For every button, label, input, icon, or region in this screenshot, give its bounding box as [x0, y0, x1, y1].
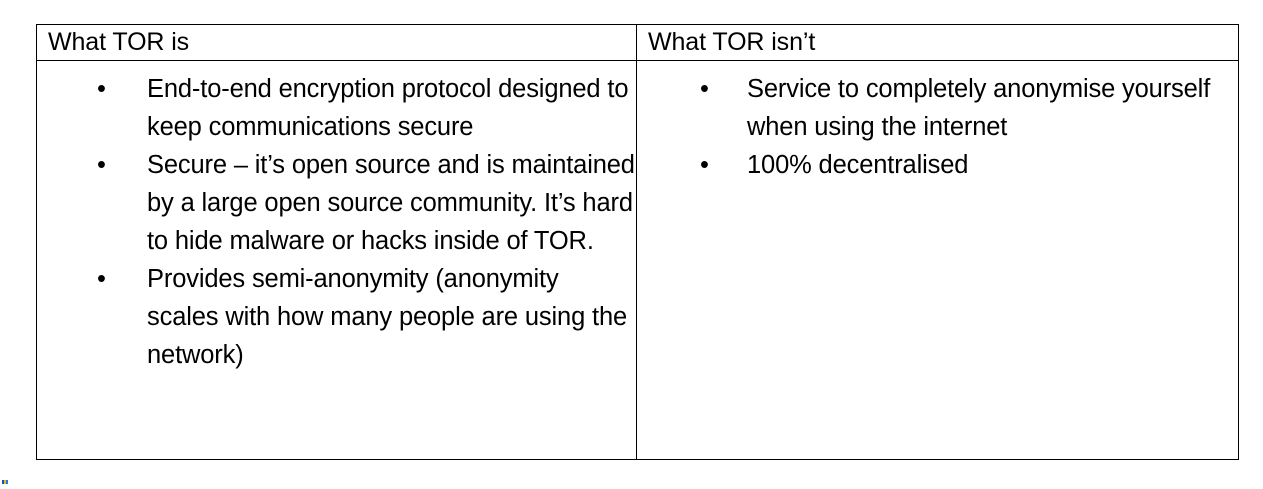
body-cell-what-tor-is: • End-to-end encryption protocol designe…: [36, 60, 637, 460]
bullet-list-what-tor-isnt: • Service to completely anonymise yourse…: [637, 61, 1238, 184]
comparison-table-container: What TOR is What TOR isn’t • End-to-end …: [36, 24, 1239, 460]
bullet-point-icon: •: [700, 151, 709, 179]
body-cell-what-tor-isnt: • Service to completely anonymise yourse…: [636, 60, 1239, 460]
list-item-text: Service to completely anonymise yourself…: [747, 75, 1211, 141]
corner-color-artifact: [2, 480, 9, 484]
tor-comparison-table: What TOR is What TOR isn’t • End-to-end …: [36, 24, 1239, 460]
bullet-point-icon: •: [97, 151, 106, 179]
list-item: • End-to-end encryption protocol designe…: [37, 70, 636, 146]
list-item: • 100% decentralised: [637, 146, 1238, 184]
header-cell-what-tor-is: What TOR is: [36, 24, 637, 61]
list-item-text: Provides semi-anonymity (anonymity scale…: [147, 265, 628, 369]
table-body-row: • End-to-end encryption protocol designe…: [36, 60, 1239, 460]
bullet-list-what-tor-is: • End-to-end encryption protocol designe…: [37, 61, 636, 374]
bullet-point-icon: •: [97, 75, 106, 103]
list-item-text: End-to-end encryption protocol designed …: [147, 75, 629, 141]
header-label-what-tor-is: What TOR is: [48, 28, 190, 56]
bullet-point-icon: •: [700, 75, 709, 103]
table-header-row: What TOR is What TOR isn’t: [36, 24, 1239, 61]
bullet-point-icon: •: [97, 265, 106, 293]
list-item: • Provides semi-anonymity (anonymity sca…: [37, 260, 636, 374]
header-cell-what-tor-isnt: What TOR isn’t: [636, 24, 1239, 61]
list-item: • Service to completely anonymise yourse…: [637, 70, 1238, 146]
list-item-text: Secure – it’s open source and is maintai…: [147, 151, 635, 255]
list-item: • Secure – it’s open source and is maint…: [37, 146, 636, 260]
list-item-text: 100% decentralised: [747, 151, 969, 179]
header-label-what-tor-isnt: What TOR isn’t: [648, 28, 816, 56]
